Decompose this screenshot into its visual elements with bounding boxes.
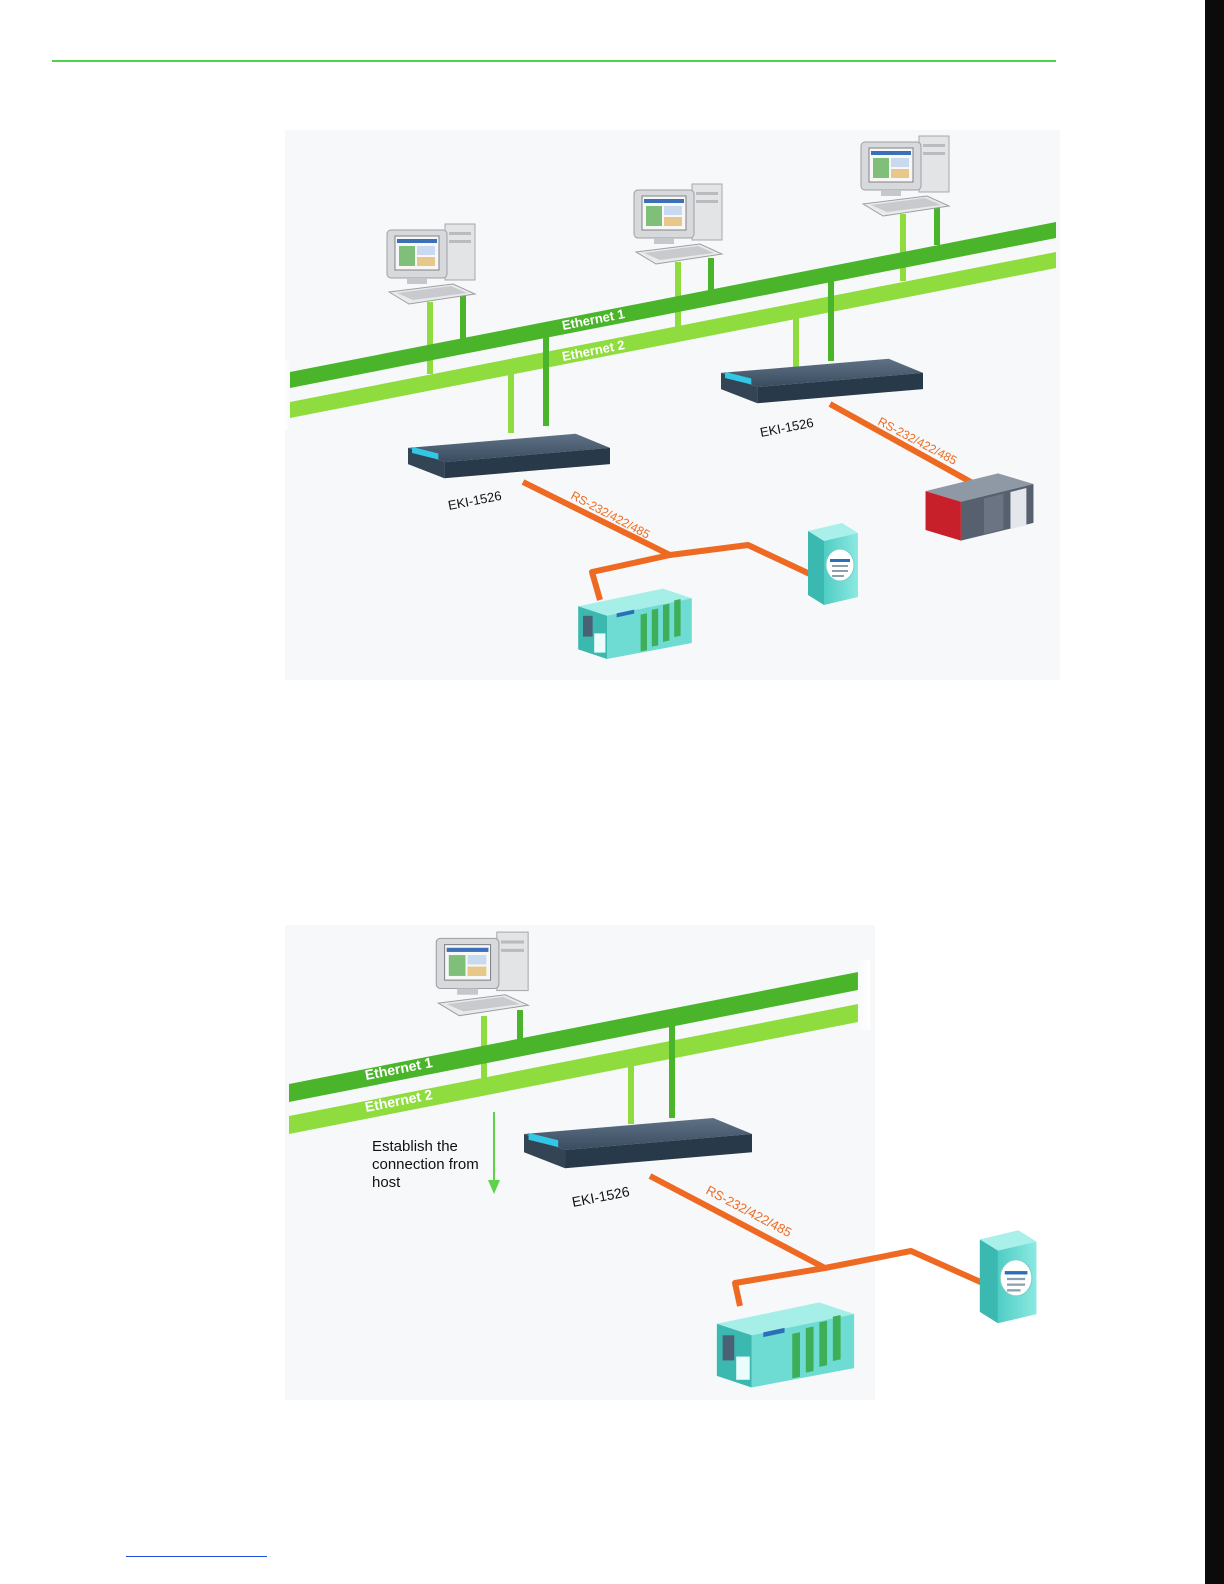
diagram-1-bus-fade — [285, 360, 365, 430]
diagram-2: Ethernet 1 Ethernet 2 EKI-1526 RS-232/42… — [285, 925, 1036, 1400]
diagram-1-adam-module-icon — [808, 523, 858, 605]
diagram-1-host-computer-icon-1 — [387, 224, 475, 304]
diagram-2-note-line-1: Establish the — [372, 1138, 458, 1155]
diagram-1: Ethernet 1 Ethernet 2 EKI-1526 EKI-1526 … — [285, 130, 1060, 680]
diagram-1-host-computer-icon-2 — [634, 184, 722, 264]
diagram-2-bus-fade — [760, 960, 870, 1030]
diagram-2-note-line-2: connection from — [372, 1156, 479, 1173]
diagram-2-note-line-3: host — [372, 1174, 401, 1191]
diagram-2-host-computer-icon — [436, 932, 528, 1016]
diagram-1-host-computer-icon-3 — [861, 136, 949, 216]
diagram-2-adam-module-icon — [980, 1230, 1037, 1323]
